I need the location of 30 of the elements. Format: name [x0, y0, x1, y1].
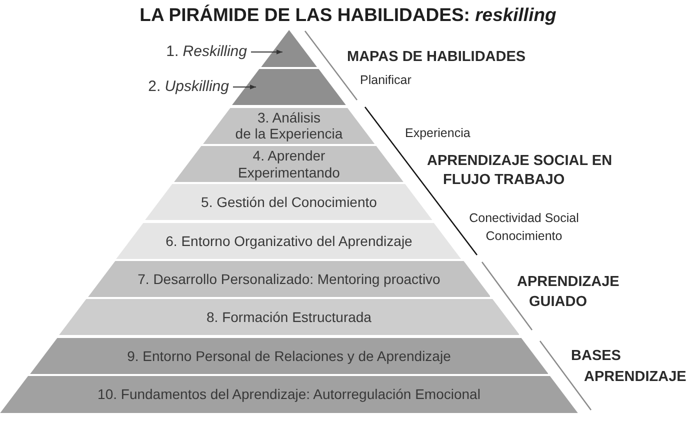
- note-label: Conectividad Social Conocimiento: [469, 210, 579, 245]
- tier-label: 4. Aprender Experimentando: [238, 148, 340, 181]
- pyramid-tier: [260, 30, 318, 68]
- group-heading: APRENDIZAJE SOCIAL EN FLUJO TRABAJO: [427, 152, 612, 190]
- pyramid-tier: [116, 222, 462, 259]
- pyramid-tier: [88, 260, 490, 297]
- arrow: [250, 50, 283, 54]
- pyramid-tier: [58, 299, 520, 336]
- group-heading: BASES APRENDIZAJE: [571, 347, 686, 387]
- title: LA PIRÁMIDE DE LAS HABILIDADES: reskilling: [140, 4, 556, 26]
- arrow: [232, 84, 256, 90]
- step-label: 1. Reskilling: [166, 43, 247, 61]
- pyramid-tier: [232, 69, 346, 106]
- tier-label: 8. Formación Estructurada: [206, 308, 372, 326]
- pyramid-tier: [203, 108, 375, 144]
- group-heading: MAPAS DE HABILIDADES: [347, 48, 526, 66]
- group-heading: APRENDIZAJE GUIADO: [517, 273, 620, 312]
- pyramid-tier: [0, 376, 578, 413]
- tier-label: 5. Gestión del Conocimiento: [201, 194, 377, 211]
- note-label: Experiencia: [405, 124, 470, 142]
- tier-label: 7. Desarrollo Personalizado: Mentoring proactivo: [138, 270, 440, 288]
- pyramid-tier: [174, 146, 404, 182]
- tier-label: 6. Entorno Organizativo del Aprendizaje: [166, 232, 412, 249]
- tier-label: 9. Entorno Personal de Relaciones y de Aprendizaje: [127, 347, 451, 364]
- step-label: 2. Upskilling: [148, 78, 229, 96]
- tier-label: 3. Análisis de la Experiencia: [235, 109, 343, 142]
- note-label: Planificar: [360, 72, 412, 88]
- tier-label: 10. Fundamentos del Aprendizaje: Autorregulación Emocional: [98, 386, 480, 403]
- pyramid-tier: [30, 338, 548, 374]
- pyramid-tier: [145, 184, 433, 220]
